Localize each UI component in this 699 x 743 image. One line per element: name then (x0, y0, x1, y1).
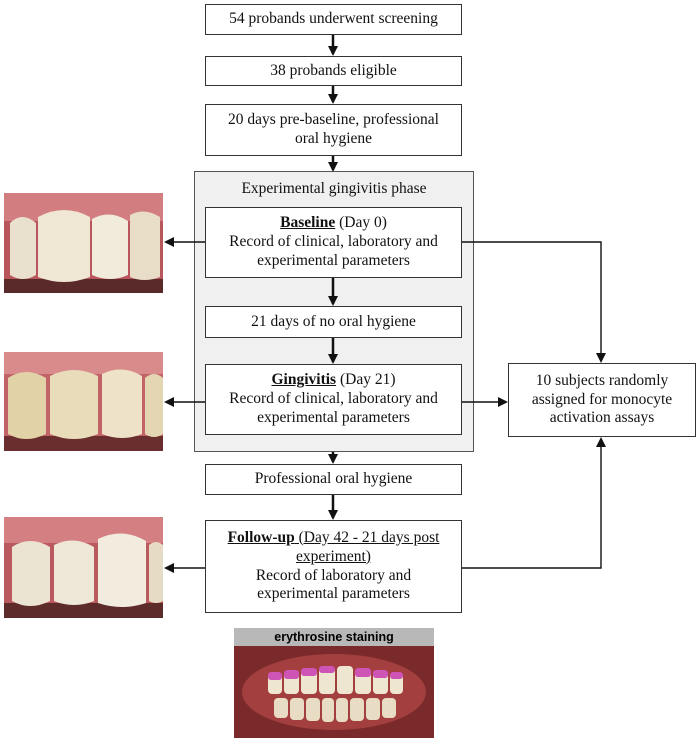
baseline-heading: Baseline (Day 0) (280, 214, 387, 233)
baseline-box: Baseline (Day 0) Record of clinical, lab… (205, 207, 462, 278)
eligible-box: 38 probands eligible (205, 56, 462, 86)
eligible-text: 38 probands eligible (270, 61, 397, 79)
gingivitis-box: Gingivitis (Day 21) Record of clinical, … (205, 364, 462, 435)
professional-hygiene-box: Professional oral hygiene (205, 464, 462, 495)
followup-heading: Follow-up (Day 42 - 21 days post (228, 529, 440, 548)
subjects-line1: 10 subjects randomly (535, 371, 669, 389)
gingivitis-heading: Gingivitis (Day 21) (271, 371, 395, 390)
followup-line2: experimental parameters (257, 585, 410, 603)
no-hygiene-text: 21 days of no oral hygiene (251, 312, 416, 330)
subjects-line3: activation assays (549, 409, 655, 427)
arrow-followup-to-subjects (462, 437, 606, 569)
subjects-box: 10 subjects randomly assigned for monocy… (508, 363, 696, 437)
followup-day: (Day 42 - 21 days post (294, 528, 440, 546)
followup-teeth-photo (4, 517, 163, 618)
baseline-title: Baseline (280, 214, 336, 232)
arrow-baseline-to-subjects (462, 241, 606, 363)
followup-line1: Record of laboratory and (255, 566, 412, 584)
erythrosine-staining-photo (234, 646, 434, 738)
screening-box: 54 probands underwent screening (205, 4, 462, 35)
phase-title: Experimental gingivitis phase (241, 180, 427, 197)
baseline-line2: experimental parameters (257, 251, 410, 269)
prebaseline-line2: oral hygiene (294, 130, 373, 147)
prebaseline-line1: 20 days pre-baseline, professional (228, 111, 439, 129)
gingivitis-line2: experimental parameters (257, 408, 410, 426)
followup-box: Follow-up (Day 42 - 21 days post experim… (205, 520, 462, 613)
followup-title: Follow-up (227, 528, 295, 546)
gingivitis-day: (Day 21) (336, 371, 396, 389)
staining-label: erythrosine staining (234, 628, 434, 646)
gingivitis-teeth-photo (4, 352, 163, 451)
screening-text: 54 probands underwent screening (229, 10, 438, 28)
gingivitis-line1: Record of clinical, laboratory and (229, 390, 438, 408)
baseline-line1: Record of clinical, laboratory and (229, 233, 438, 251)
no-hygiene-box: 21 days of no oral hygiene (205, 306, 462, 338)
subjects-line2: assigned for monocyte (531, 390, 673, 408)
baseline-day: (Day 0) (335, 214, 387, 232)
professional-hygiene-text: Professional oral hygiene (254, 470, 413, 488)
followup-day2: experiment) (296, 547, 371, 565)
baseline-teeth-photo (4, 193, 163, 293)
gingivitis-title: Gingivitis (271, 371, 337, 389)
prebaseline-box: 20 days pre-baseline, professional oral … (205, 104, 462, 156)
